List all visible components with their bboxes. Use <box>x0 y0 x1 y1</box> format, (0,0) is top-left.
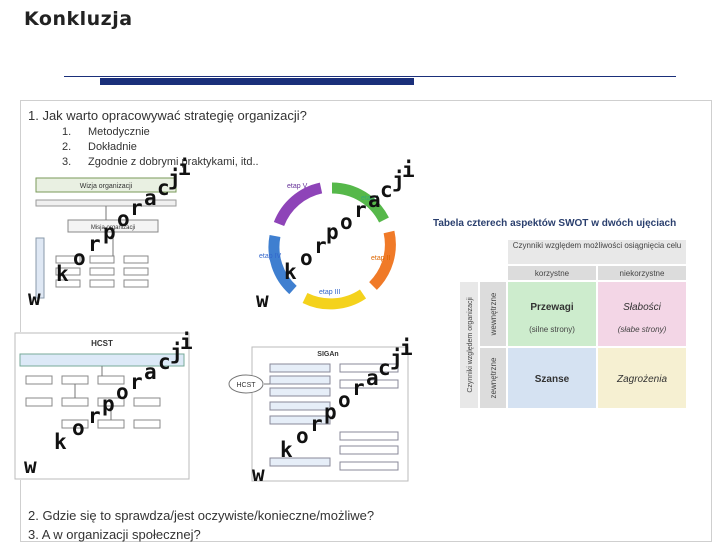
question-3: 3. A w organizacji społecznej? <box>28 527 201 542</box>
watermark-4: w k o r p o r a c j i <box>252 336 413 486</box>
fig4-title: SIGAn <box>317 351 338 358</box>
fig2-stage-4: etap IV <box>259 253 282 260</box>
figure-strategy-cycle-drawing: etap I etap II etap III etap IV etap V <box>259 182 396 310</box>
figure-strategy-flow: Wizja organizacji Misja organizacji <box>28 172 186 304</box>
fig2-stage-5: etap V <box>287 183 308 190</box>
swot-col-favorable: korzystne <box>535 269 570 278</box>
swot-threats: Zagrożenia <box>616 374 667 385</box>
swot-table: Czynniki względem możliwości osiągnięcia… <box>430 232 692 414</box>
swot-table-drawing: Czynniki względem możliwości osiągnięcia… <box>430 232 692 414</box>
swot-row-axis: Czynniki względem organizacji <box>467 297 474 393</box>
slide-title: Konkluzja <box>24 8 133 30</box>
fig2-stage-3: etap III <box>319 289 340 296</box>
swot-header: Czynniki względem możliwości osiągnięcia… <box>512 241 682 250</box>
subitem-3-text: Zgodnie z dobrymi praktykami, itd.. <box>88 156 259 168</box>
fig3-title: HCST <box>91 339 113 348</box>
subitem-2-text: Dokładnie <box>88 141 137 153</box>
swot-row-internal: wewnętrzne <box>489 292 498 336</box>
figure-sigan-procedure-drawing: SIGAn HCST <box>228 346 409 482</box>
figure-hcst-hierarchy-drawing: HCST <box>14 332 190 480</box>
subitem-3-number: 3. <box>62 156 72 168</box>
swot-col-unfavorable: niekorzystne <box>620 269 665 278</box>
swot-opportunities: Szanse <box>535 374 570 385</box>
fig2-stage-2: etap II <box>371 255 391 262</box>
subitem-1-text: Metodycznie <box>88 126 150 138</box>
swot-title: Tabela czterech aspektów SWOT w dwóch uj… <box>433 218 677 229</box>
swot-row-external: zewnętrzne <box>489 357 498 398</box>
fig1-sub: Misja organizacji <box>91 225 135 231</box>
swot-weaknesses: Słabości <box>623 302 662 313</box>
fig2-stage-1: etap I <box>361 195 379 202</box>
title-underline-thick <box>100 78 414 85</box>
watermark-2: w k o r p o r a c j i <box>256 158 415 312</box>
watermark-3: w k o r p o r a c j i <box>24 330 193 478</box>
figure-sigan-procedure: SIGAn HCST <box>228 346 410 482</box>
figure-strategy-cycle: etap I etap II etap III etap IV etap V <box>253 170 411 322</box>
subitem-1-number: 1. <box>62 126 72 138</box>
swot-weaknesses-sub: (słabe strony) <box>618 325 667 334</box>
figure-strategy-flow-drawing: Wizja organizacji Misja organizacji <box>35 177 177 299</box>
swot-strengths: Przewagi <box>530 302 574 313</box>
title-underline-thin <box>64 76 676 77</box>
fig4-side: HCST <box>236 382 256 389</box>
subitem-2-number: 2. <box>62 141 72 153</box>
figure-hcst-hierarchy: HCST <box>14 332 190 480</box>
fig1-title: Wizja organizacji <box>80 183 133 190</box>
question-1: 1. Jak warto opracowywać strategię organ… <box>28 108 307 123</box>
question-2: 2. Gdzie się to sprawdza/jest oczywiste/… <box>28 508 375 523</box>
watermark-1: w k o r p o r a c j i <box>28 156 191 310</box>
swot-strengths-sub: (silne strony) <box>529 325 575 334</box>
